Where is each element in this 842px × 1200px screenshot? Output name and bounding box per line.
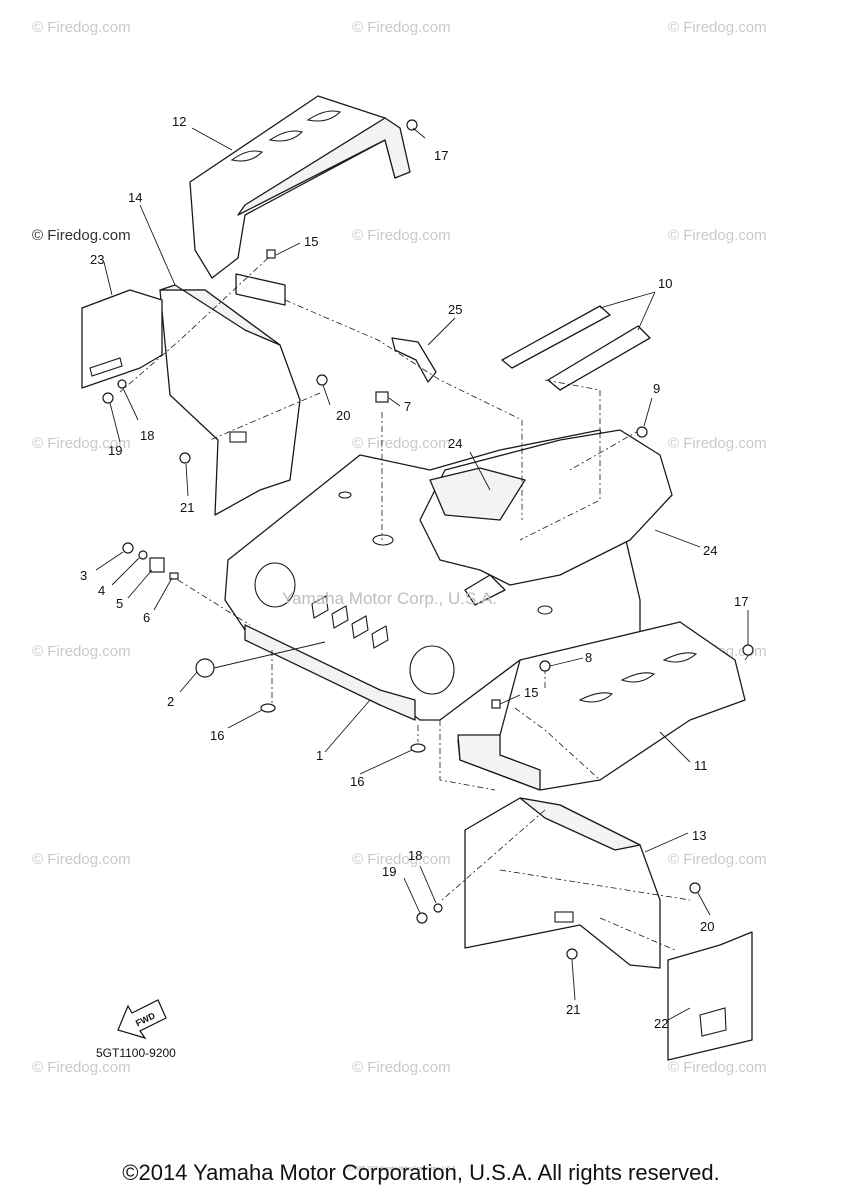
callout-3: 3 xyxy=(80,568,87,583)
watermarks: © Firedog.com © Firedog.com © Firedog.co… xyxy=(32,19,767,1076)
callout-25: 25 xyxy=(448,302,462,317)
watermark: © Firedog.com xyxy=(352,227,451,244)
watermark: © Firedog.com xyxy=(352,435,451,452)
collar-6-icon xyxy=(169,572,179,580)
copyright-text: ©2014 Yamaha Motor Corporation, U.S.A. A… xyxy=(122,1160,720,1185)
callout-20-right: 20 xyxy=(700,919,714,934)
watermark: © Firedog.com xyxy=(668,851,767,868)
diagram-code: 5GT1100-9200 xyxy=(96,1046,176,1060)
callout-14: 14 xyxy=(128,190,142,205)
washer-16-left-icon xyxy=(260,703,276,713)
watermark-dark: © Firedog.com xyxy=(32,227,131,244)
grommet-5-icon xyxy=(149,557,165,573)
callout-20-left: 20 xyxy=(336,408,350,423)
callout-22: 22 xyxy=(654,1016,668,1031)
nut-21-right-icon xyxy=(566,948,578,960)
callout-17-right: 17 xyxy=(734,594,748,609)
callout-18-right: 18 xyxy=(408,848,422,863)
bolt-8-icon xyxy=(539,660,551,672)
washer-18-right-icon xyxy=(433,903,443,913)
callout-18-left: 18 xyxy=(140,428,154,443)
callout-24-right: 24 xyxy=(703,543,717,558)
callout-19-left: 19 xyxy=(108,443,122,458)
assembly-lines xyxy=(119,257,753,951)
callout-7: 7 xyxy=(404,399,411,414)
washer-4-icon xyxy=(138,550,148,560)
center-watermark: Yamaha Motor Corp., U.S.A. xyxy=(282,589,497,608)
callout-12: 12 xyxy=(172,114,186,129)
callout-24-top: 24 xyxy=(448,436,462,451)
callout-5: 5 xyxy=(116,596,123,611)
fwd-arrow-icon: FWD xyxy=(117,999,167,1040)
callout-19-right: 19 xyxy=(382,864,396,879)
bolt-3-icon xyxy=(122,542,134,554)
callout-2: 2 xyxy=(167,694,174,709)
part-11-fender-guard xyxy=(457,621,746,791)
callout-16-left: 16 xyxy=(210,728,224,743)
callout-10: 10 xyxy=(658,276,672,291)
part-24-seat xyxy=(419,429,701,606)
source-note: (c) 2005-2015 Yamaha Motor Corporation, … xyxy=(347,1166,457,1172)
bolt-20-right-icon xyxy=(689,882,701,894)
watermark: © Firedog.com xyxy=(32,1059,131,1076)
bolt-7-icon xyxy=(375,391,389,403)
watermark: © Firedog.com xyxy=(32,851,131,868)
part-23-mud-flap xyxy=(81,261,163,389)
watermark: © Firedog.com xyxy=(668,227,767,244)
nut-19-right-icon xyxy=(416,912,428,924)
bolt-15-right-icon xyxy=(491,699,501,709)
watermark: © Firedog.com xyxy=(32,435,131,452)
callout-8: 8 xyxy=(585,650,592,665)
part-13-inner-panel xyxy=(464,797,689,969)
part-10-trim-strips xyxy=(501,291,656,391)
watermark: © Firedog.com xyxy=(352,851,451,868)
cap-2-icon xyxy=(195,658,215,678)
bolt-17-top-icon xyxy=(406,119,418,131)
watermark: © Firedog.com xyxy=(668,1059,767,1076)
bolt-9-icon xyxy=(636,426,648,438)
callout-11: 11 xyxy=(694,758,708,773)
watermark: © Firedog.com xyxy=(352,19,451,36)
bolt-15-top-icon xyxy=(266,249,276,259)
nut-19-left-icon xyxy=(102,392,114,404)
watermark: © Firedog.com xyxy=(668,19,767,36)
callouts: 1 2 3 4 5 6 7 8 9 10 11 12 13 14 15 15 1… xyxy=(80,114,748,1031)
callout-21-left: 21 xyxy=(180,500,194,515)
bolt-17-right-icon xyxy=(742,644,754,656)
callout-9: 9 xyxy=(653,381,660,396)
bolt-20-left-icon xyxy=(316,374,328,386)
part-25-strip xyxy=(391,317,456,383)
watermark: © Firedog.com xyxy=(32,19,131,36)
callout-15-right: 15 xyxy=(524,685,538,700)
nut-21-left-icon xyxy=(179,452,191,464)
callout-23: 23 xyxy=(90,252,104,267)
part-14-inner-panel xyxy=(139,204,301,516)
watermark: © Firedog.com xyxy=(352,1059,451,1076)
watermark: © Firedog.com xyxy=(668,435,767,452)
watermark: © Firedog.com xyxy=(32,643,131,660)
callout-6: 6 xyxy=(143,610,150,625)
callout-15-top: 15 xyxy=(304,234,318,249)
washer-16-right-icon xyxy=(410,743,426,753)
callout-leaders xyxy=(95,127,749,1001)
callout-13: 13 xyxy=(692,828,706,843)
part-12-fender-guard xyxy=(189,95,411,306)
part-22-mud-flap xyxy=(667,931,753,1061)
callout-16-right: 16 xyxy=(350,774,364,789)
callout-4: 4 xyxy=(98,583,105,598)
washer-18-left-icon xyxy=(117,379,127,389)
callout-1: 1 xyxy=(316,748,323,763)
callout-17-top: 17 xyxy=(434,148,448,163)
callout-21-right: 21 xyxy=(566,1002,580,1017)
